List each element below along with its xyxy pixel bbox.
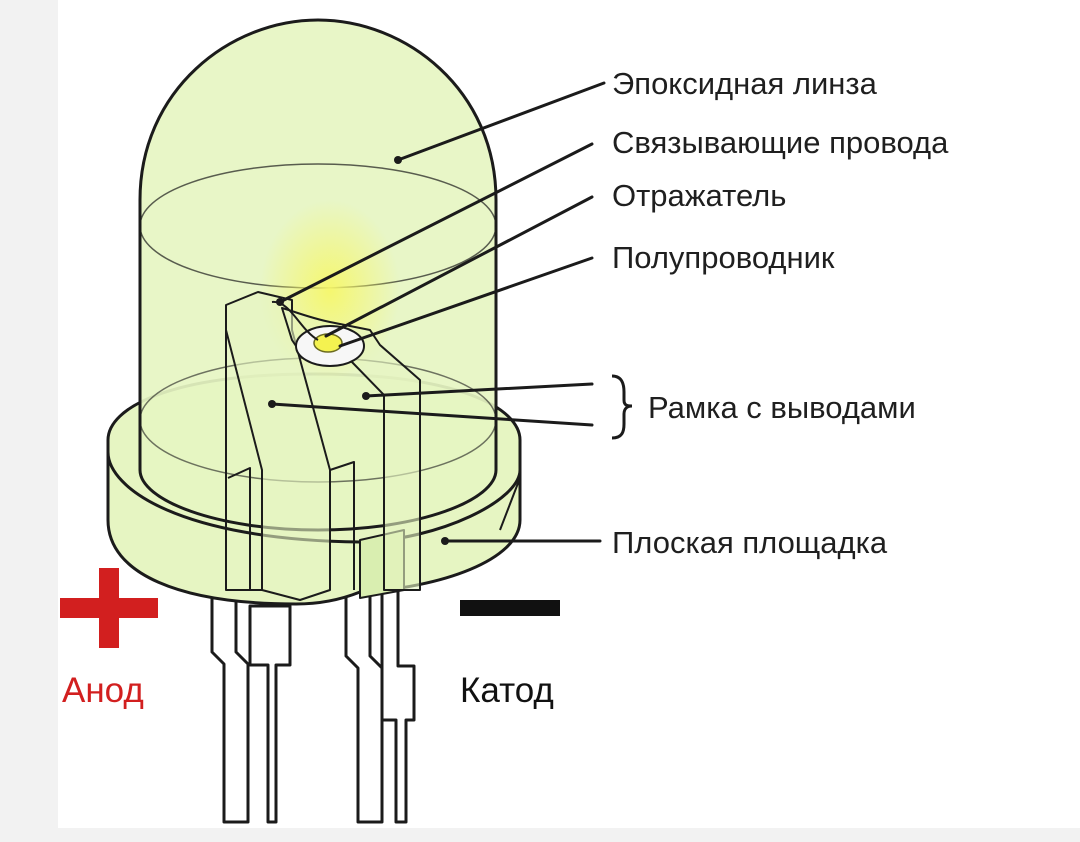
frame-steps [227,461,355,590]
leader-reflector [324,195,594,338]
cathode-cup [281,307,421,591]
label-semiconductor: Полупроводник [612,240,835,275]
label-reflector: Отражатель [612,178,786,213]
label-flat-spot: Плоская площадка [612,525,888,560]
leader-bond-wires [278,142,594,304]
lead-frame [225,291,421,601]
reflector-cup [271,300,365,367]
leader-semiconductor [338,256,594,348]
cathode-lead [344,588,384,824]
dot-flat-spot [441,537,449,545]
leader-epoxy-lens [396,81,606,162]
dot-bond-wires [276,298,284,306]
leader-lines [270,81,606,543]
dot-lead-frame-cathode [362,392,370,400]
leader-lead-frame-anode [270,402,594,427]
anode-lead-notch [248,604,292,824]
label-anode: Анод [62,671,144,710]
lead-frame-bracket [611,374,633,440]
leader-lead-frame-cathode [364,382,594,398]
cathode-minus-sign [460,600,560,616]
flange-top-rim [106,451,522,544]
label-epoxy-lens: Эпоксидная линза [612,66,878,101]
semiconductor-chip [313,333,343,353]
label-cathode: Катод [460,671,554,710]
label-lead-frame: Рамка с выводами [648,390,916,425]
anode-plus-sign [60,568,158,648]
plus-vertical [99,568,119,648]
label-bond-wires: Связывающие провода [612,125,949,160]
anode-lead [210,586,250,824]
dot-epoxy-lens [394,156,402,164]
dot-lead-frame-anode [268,400,276,408]
leader-dots [268,156,449,545]
anode-post [225,291,331,601]
